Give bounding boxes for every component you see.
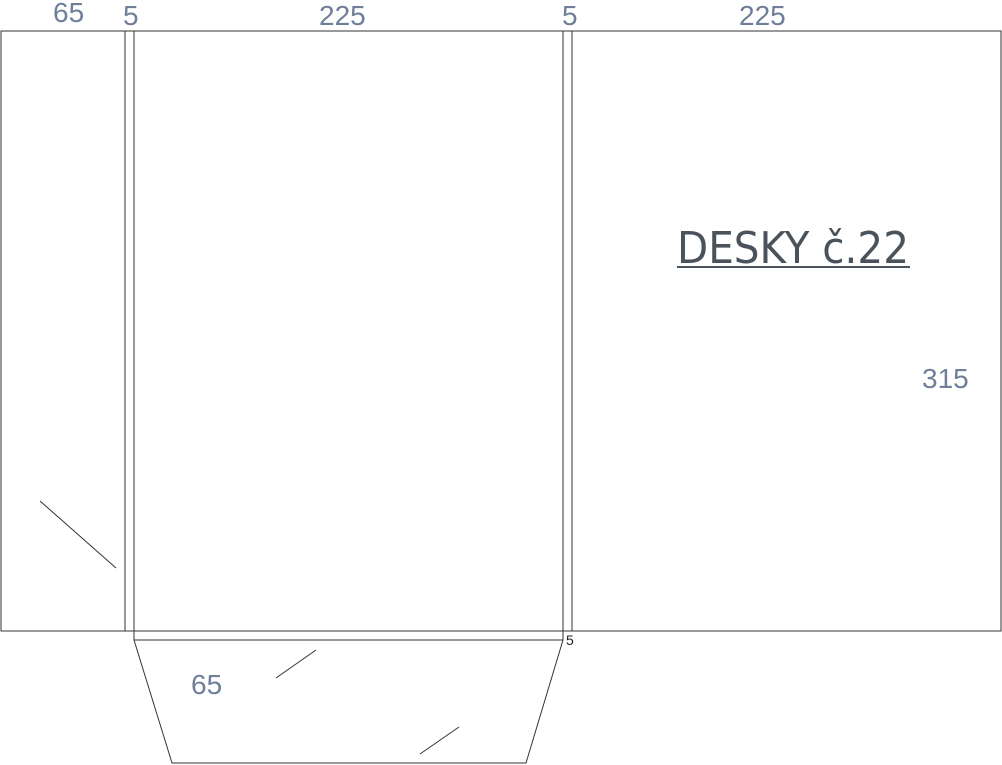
bottom-flap-slit-1 — [275, 649, 317, 679]
bottom-flap-outline — [133, 639, 564, 764]
folder-title: DESKY č.22 — [677, 223, 909, 274]
dim-bottom-spine: 5 — [566, 632, 574, 648]
dim-left-spine-width: 5 — [123, 0, 139, 31]
sheet-outline — [0, 30, 1002, 632]
dim-right-panel-width: 225 — [739, 0, 786, 31]
dim-left-flap-width: 65 — [53, 0, 84, 28]
dim-height: 315 — [922, 363, 969, 394]
dim-left-panel-width: 225 — [319, 0, 366, 31]
dim-bottom-flap-height: 65 — [191, 669, 222, 700]
bottom-flap-slit-2 — [419, 726, 460, 755]
dim-right-spine-width: 5 — [562, 0, 578, 31]
left-flap-slit — [39, 500, 117, 569]
